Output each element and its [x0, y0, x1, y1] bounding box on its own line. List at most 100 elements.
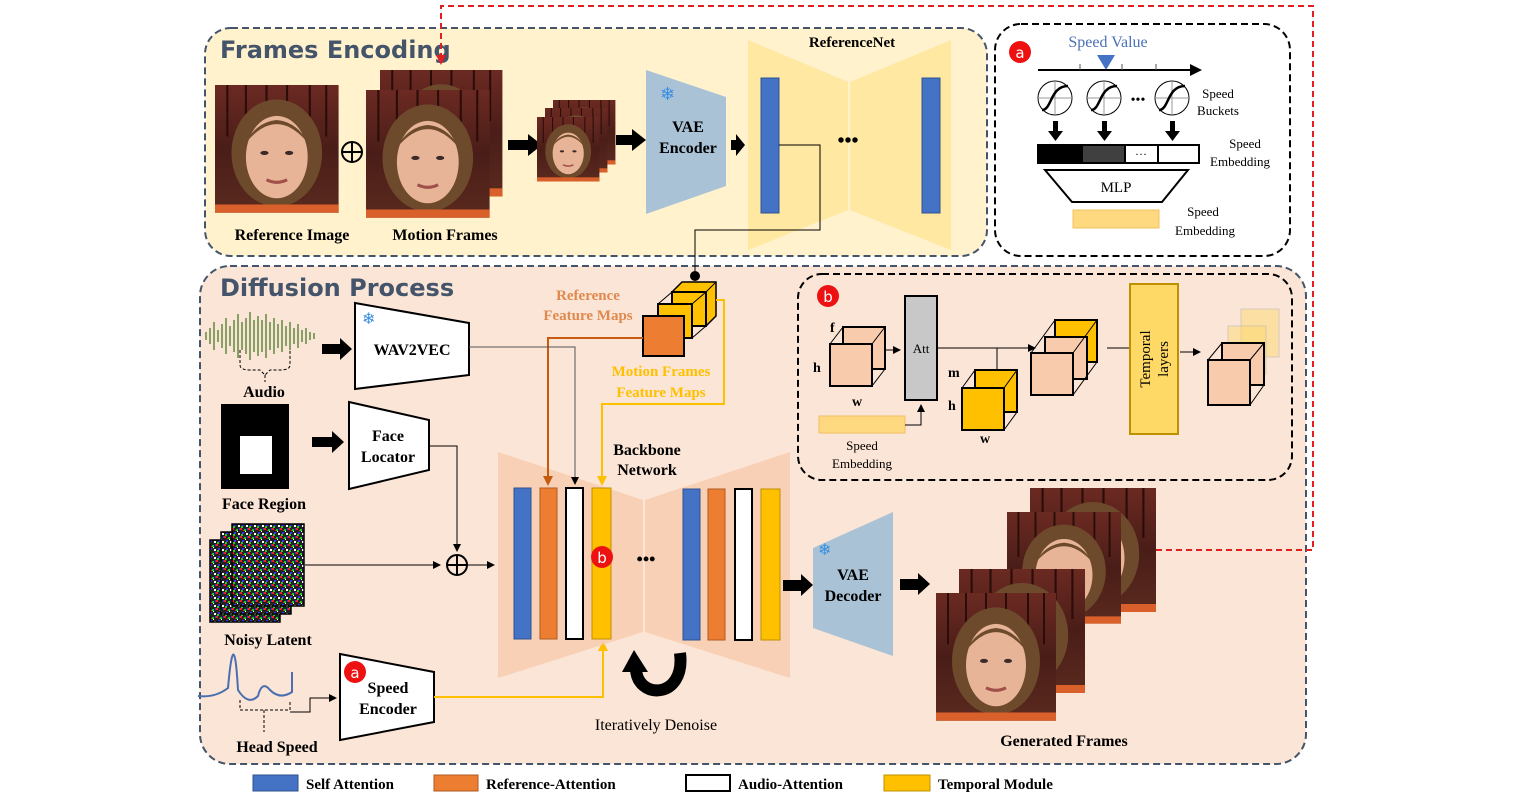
- frozen-snowflake-icon: ❄: [818, 542, 831, 559]
- thick-arrow-icon: [783, 574, 813, 596]
- speed-buckets-label-2: Buckets: [1197, 103, 1239, 118]
- dim-w-label: w: [852, 395, 863, 410]
- small-frames-stack: [536, 99, 617, 183]
- feature-maps-cubes: [642, 271, 717, 357]
- speed-embedding-bar: [818, 415, 906, 434]
- face-region-label: Face Region: [222, 496, 306, 513]
- thick-arrow-icon: [731, 134, 745, 156]
- motion-temporal-connector: [597, 299, 725, 486]
- vae-decoder-label-2: Decoder: [825, 588, 882, 605]
- reference-attention-connector: [543, 337, 643, 486]
- panel-b-embedding-label-2: Embedding: [832, 456, 892, 471]
- backbone-audio-attention-layer: [734, 488, 753, 641]
- ellipsis: •••: [837, 130, 858, 152]
- dim-w2-label: w: [980, 432, 991, 447]
- down-arrow-icon: [1048, 121, 1180, 141]
- legend-label: Audio-Attention: [738, 777, 844, 793]
- legend-item-self-attention: Self Attention: [252, 774, 395, 793]
- face-locator-label-1: Face: [372, 428, 404, 445]
- backbone-ellipsis: •••: [637, 549, 656, 569]
- speed-encoder-badge-label: a: [350, 664, 359, 682]
- backbone-reference-attention-layer: [707, 488, 726, 641]
- speed-embedding-vector: [1037, 144, 1200, 164]
- panel-a-badge-label: a: [1015, 44, 1024, 62]
- sigmoid-bucket-icon: [1086, 80, 1122, 116]
- diffusion-process-section: Diffusion Process Audio ❄ WAV2VEC: [197, 144, 1307, 765]
- backbone-badge-label: b: [597, 549, 607, 567]
- generated-frames-label: Generated Frames: [1000, 733, 1128, 750]
- frozen-snowflake-icon: ❄: [362, 311, 375, 328]
- face-locator-block: [348, 400, 430, 491]
- combined-feature-cube: [1030, 319, 1098, 396]
- face-locator-label-2: Locator: [361, 449, 415, 466]
- speed-encoder-label-2: Encoder: [359, 701, 417, 718]
- motion-frames-feedback-connector: [436, 5, 1314, 551]
- input-feature-cube: [829, 326, 886, 387]
- sigmoid-bucket-icon: [1154, 80, 1190, 116]
- temporal-label-2: layers: [1156, 341, 1172, 377]
- speed-value-marker-icon: [1097, 55, 1115, 70]
- mlp-label: MLP: [1101, 180, 1132, 196]
- speed-encoder-detail-panel: a Speed Value ••• Speed Buckets: [994, 23, 1291, 257]
- attention-block: [904, 295, 938, 401]
- reference-feature-map: [642, 315, 685, 357]
- backbone-label-1: Backbone: [613, 442, 681, 459]
- legend-label: Temporal Module: [938, 777, 1053, 793]
- cell-ellipsis: ···: [1135, 147, 1147, 161]
- output-feature-cube: [1207, 308, 1280, 406]
- legend: Self Attention Reference-Attention Audio…: [252, 774, 1053, 793]
- motion-feature-label-2: Feature Maps: [616, 385, 705, 401]
- dim-m-label: m: [948, 366, 960, 381]
- dim-h2-label: h: [948, 399, 956, 414]
- vae-decoder-block: [813, 512, 893, 656]
- temporal-module-detail-panel: b f h w Att Speed Embedding m h w: [797, 273, 1293, 481]
- thick-arrow-icon: [508, 134, 542, 156]
- speed-encoder-badge: [344, 661, 366, 683]
- legend-item-reference-attention: Reference-Attention: [433, 774, 616, 793]
- referencenet-self-attention-layer: [760, 77, 780, 214]
- mlp-block: [1042, 169, 1191, 203]
- output-embedding-label-1: Speed: [1187, 204, 1219, 219]
- iteratively-denoise-label: Iteratively Denoise: [595, 717, 717, 734]
- speed-encoder-label-1: Speed: [368, 680, 409, 697]
- backbone-temporal-module-layer: [760, 488, 781, 641]
- vae-encoder-label-1: VAE: [672, 119, 704, 136]
- temporal-label-1: Temporal: [1138, 330, 1154, 387]
- vae-decoder-label-1: VAE: [837, 567, 869, 584]
- denoise-loop-arrow-icon: [630, 652, 687, 697]
- head-speed-curve-icon: [197, 653, 293, 701]
- thick-arrow-icon: [312, 431, 344, 453]
- wav2vec-block: [354, 301, 470, 391]
- vae-encoder-label-2: Encoder: [659, 140, 717, 157]
- sigmoid-bucket-icon: [1037, 80, 1073, 116]
- vae-encoder-block: [646, 70, 726, 214]
- speed-embedding-label-1: Speed: [1229, 136, 1261, 151]
- concat-operator-icon: [341, 141, 363, 163]
- backbone-audio-attention-layer: [565, 487, 584, 640]
- reference-feature-label-2: Feature Maps: [543, 308, 632, 324]
- thick-arrow-icon: [900, 573, 930, 595]
- noisy-latent-image: [209, 523, 305, 623]
- motion-frames-image: [364, 68, 504, 220]
- frames-encoding-section: Frames Encoding Reference Image Motion F…: [204, 27, 988, 257]
- audio-attention-connector: [469, 346, 579, 485]
- motion-feature-label-1: Motion Frames: [612, 364, 711, 380]
- panel-b-embedding-label-1: Speed: [846, 438, 878, 453]
- referencenet-self-attention-layer: [921, 77, 941, 214]
- panel-b-badge: [817, 285, 839, 307]
- speed-embedding-label-2: Embedding: [1210, 154, 1270, 169]
- referencenet-label: ReferenceNet: [809, 35, 895, 51]
- motion-frames-label: Motion Frames: [392, 227, 497, 244]
- audio-waveform-icon: [205, 312, 315, 360]
- frames-encoding-title: Frames Encoding: [220, 36, 451, 64]
- legend-label: Self Attention: [306, 777, 395, 793]
- thick-arrow-icon: [322, 338, 352, 360]
- panel-a-badge: [1009, 41, 1031, 63]
- dim-h-label: h: [813, 361, 821, 376]
- add-operator-icon: [446, 554, 468, 576]
- dim-f-label: f: [830, 321, 835, 336]
- legend-item-temporal-module: Temporal Module: [883, 774, 1053, 793]
- output-speed-embedding-bar: [1072, 209, 1160, 229]
- thick-arrow-icon: [616, 129, 646, 151]
- frozen-snowflake-icon: ❄: [660, 84, 675, 104]
